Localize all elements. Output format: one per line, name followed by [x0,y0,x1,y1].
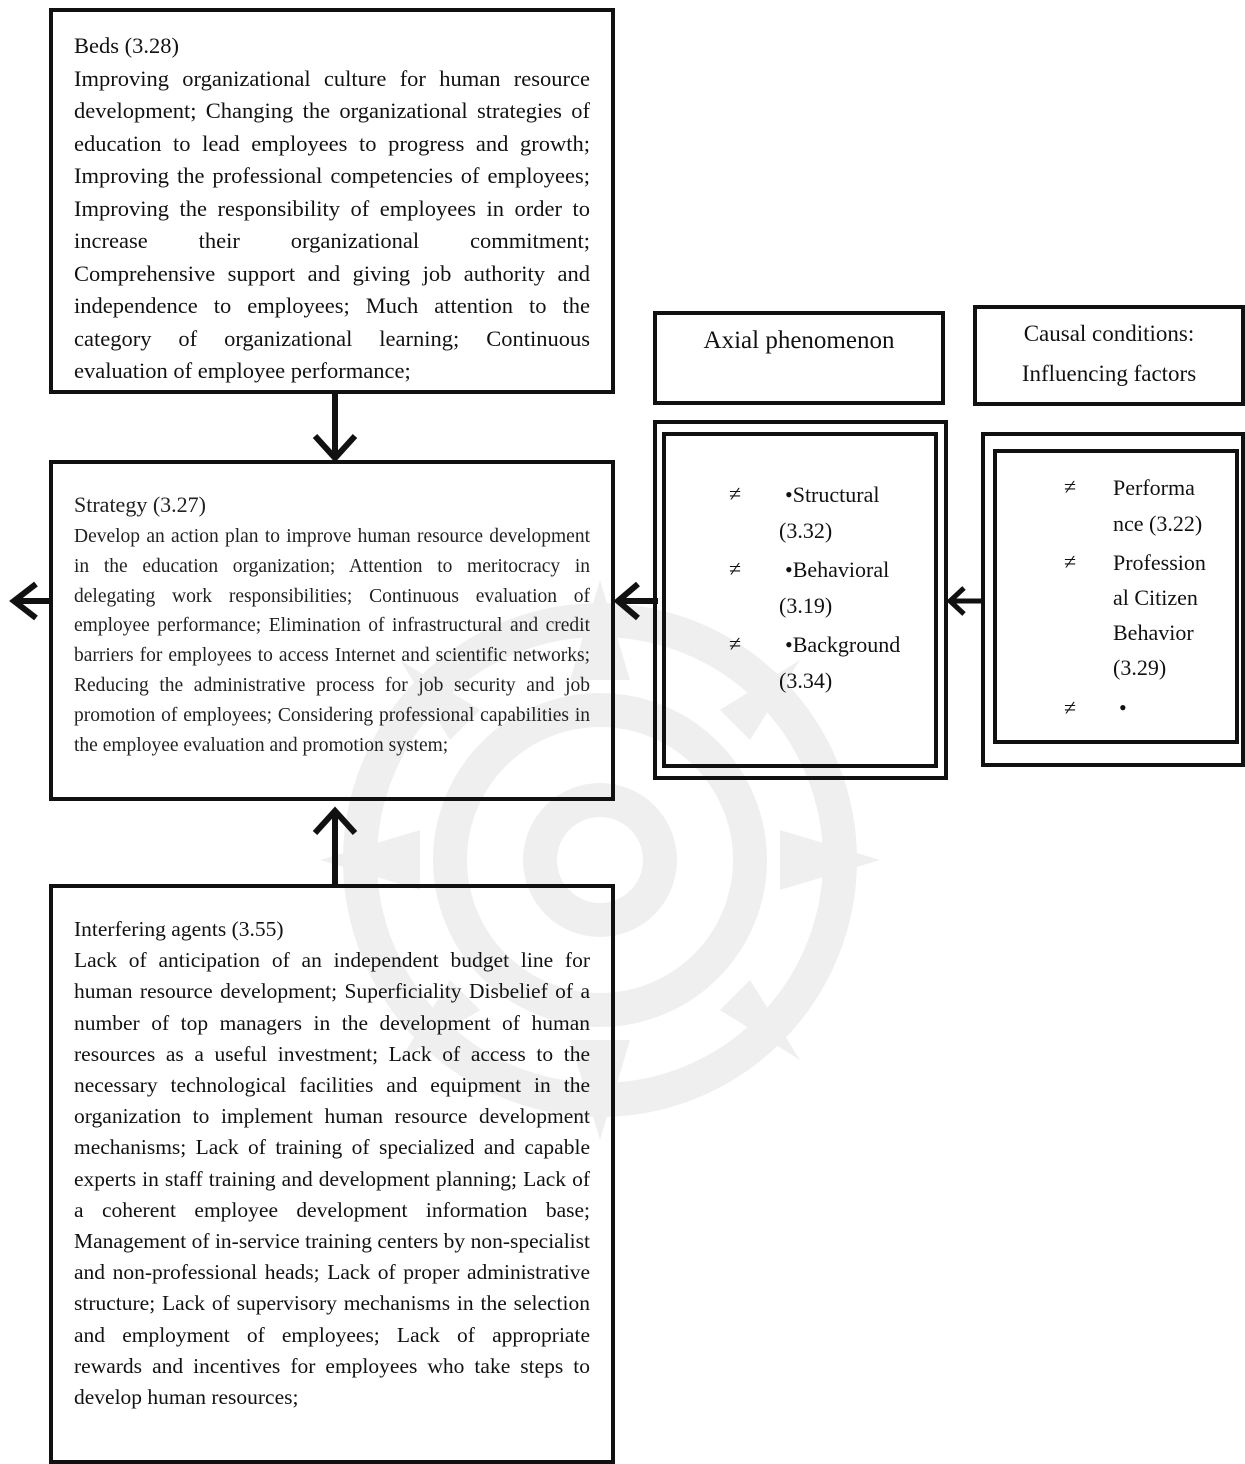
causal-item-citizen-2: al Citizen [1113,585,1198,610]
causal-item-empty: • [1119,695,1127,720]
arrow-beds-to-strategy [312,392,358,463]
strategy-box [49,460,615,801]
axial-bullet-1: ≠ [729,481,742,506]
strategy-description: Develop an action plan to improve human … [74,526,590,756]
causal-header: Causal conditions: Influencing factors [973,314,1245,394]
interfering-text: Interfering agents (3.55) Lack of antici… [74,914,590,1413]
axial-bullet-3: ≠ [729,631,742,656]
axial-inner-box [662,432,938,768]
axial-item-behavioral-score: (3.19) [779,593,833,618]
causal-item-performance-2: nce (3.22) [1113,511,1203,536]
arrow-interfering-to-strategy [312,806,358,887]
interfering-description: Lack of anticipation of an independent b… [74,948,590,1410]
causal-item-performance-1: Performa [1113,475,1195,500]
causal-bullet-3: ≠ [1064,695,1077,720]
axial-item-background-score: (3.34) [779,668,833,693]
causal-bullet-1: ≠ [1064,474,1077,499]
causal-item-citizen-3: Behavior [1113,620,1194,645]
axial-header-box [653,311,945,405]
beds-description: Improving organizational culture for hum… [74,65,590,384]
watermark-emblem [320,580,880,1140]
axial-item-behavioral: •Behavioral [785,557,890,582]
causal-header-box [973,305,1245,406]
arrow-causal-to-axial [946,586,984,616]
axial-item-background: •Background [785,632,901,657]
axial-item-structural-score: (3.32) [779,518,833,543]
arrow-axial-to-strategy [613,581,658,621]
causal-header-line1: Causal conditions: [1023,321,1195,346]
axial-bullet-2: ≠ [729,556,742,581]
beds-text: Beds (3.28) Improving organizational cul… [74,30,590,388]
causal-header-line2: Influencing factors [1021,361,1197,386]
causal-item-citizen-1: Profession [1113,550,1206,575]
strategy-title: Strategy (3.27) [74,492,206,517]
interfering-title: Interfering agents (3.55) [74,917,284,941]
causal-item-citizen-4: (3.29) [1113,655,1167,680]
causal-bullet-2: ≠ [1064,549,1077,574]
beds-title: Beds (3.28) [74,33,179,58]
axial-header: Axial phenomenon [703,327,895,354]
arrow-strategy-outcome [9,581,52,621]
strategy-text: Strategy (3.27) Develop an action plan t… [74,488,590,760]
axial-item-structural: •Structural [785,482,880,507]
causal-inner-box [993,449,1239,744]
